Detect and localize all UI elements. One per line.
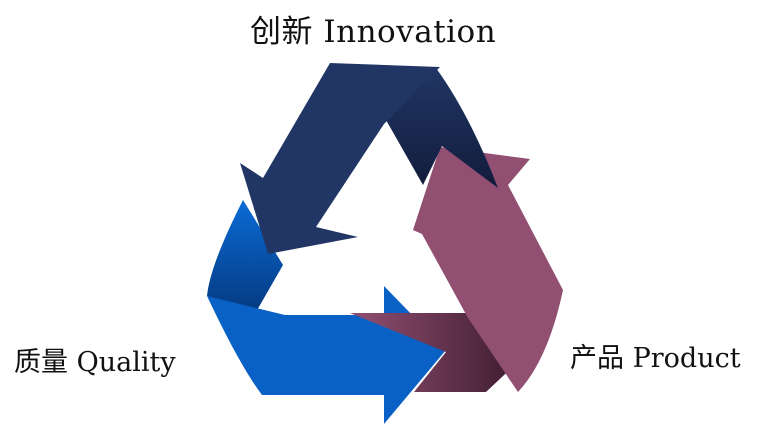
quality-arrow-body	[207, 286, 446, 424]
innovation-label: 创新 Innovation	[250, 14, 497, 50]
product-arrow	[350, 147, 563, 392]
quality-arrow-fold	[207, 200, 283, 312]
innovation-arrow-body	[240, 63, 440, 254]
quality-label: 质量 Quality	[14, 347, 176, 378]
innovation-arrow	[240, 63, 498, 254]
product-arrow-body	[413, 147, 563, 392]
innovation-arrow-fold	[386, 68, 498, 188]
product-label: 产品 Product	[570, 343, 741, 374]
product-arrow-fold	[350, 313, 520, 392]
